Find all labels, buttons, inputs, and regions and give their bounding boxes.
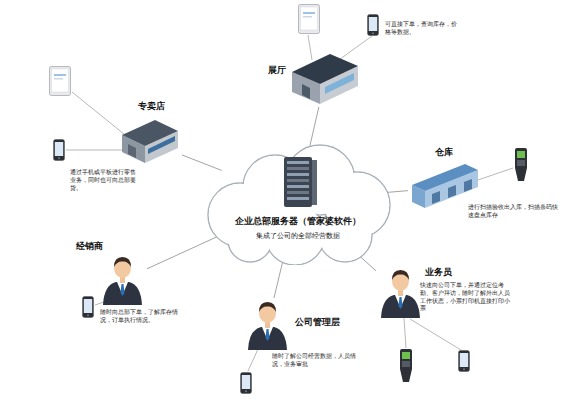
warehouse-building (464, 179, 472, 192)
store-building (128, 144, 136, 158)
server-note: 集成了公司的全部经营数据 (256, 231, 340, 241)
phone-icon (54, 140, 65, 161)
warehouse-building (412, 164, 478, 191)
server-cloud: 企业总部服务器（管家婆软件） 集成了公司的全部经营数据 (195, 135, 400, 265)
store-building (148, 136, 175, 154)
server-icon (287, 191, 309, 194)
site-name: 仓库 (435, 146, 453, 159)
leader-line (404, 318, 406, 348)
showroom-building (325, 73, 354, 94)
phone-icon (241, 373, 252, 394)
server-icon (287, 185, 309, 188)
site-node: 专卖店通过手机或平板进行零售业务，同时也可向总部要货。 (120, 120, 180, 165)
leader-line (72, 92, 124, 134)
manager-person (248, 302, 287, 350)
site-name: 专卖店 (138, 100, 165, 113)
warehouse-building (432, 191, 440, 204)
tablet-icon (299, 5, 320, 34)
phone-icon (459, 351, 470, 372)
server-icon (287, 197, 309, 200)
server-icon (287, 179, 309, 182)
store-building (122, 120, 178, 163)
site-node: 经销商随时向总部下单，了解库存情况，订单执行情况。 (100, 255, 145, 305)
showroom-building (292, 54, 358, 104)
phone-icon (368, 15, 379, 36)
phone-icon (83, 297, 94, 318)
site-description: 快速向公司下单，并通过定位考勤、客户拜访，随时了解外出人员工作状态，小票打印机直… (420, 281, 515, 312)
site-description: 进行扫描验收出入库，扫描条码快速盘点库存 (468, 203, 558, 219)
leader-line (66, 35, 513, 371)
leader-line (248, 349, 258, 371)
site-name: 公司管理层 (295, 316, 340, 329)
site-node: 业务员快速向公司下单，并通过定位考勤、客户拜访，随时了解外出人员工作状态，小票打… (378, 268, 423, 318)
connector-line (182, 155, 222, 170)
cloud-shape (195, 135, 400, 265)
server-icon (287, 173, 309, 176)
showroom-building (302, 84, 310, 99)
leader-line (336, 36, 372, 62)
warehouse-building (412, 164, 478, 208)
site-name: 业务员 (425, 266, 452, 279)
leader-line (66, 150, 124, 151)
site-node: 公司管理层随时了解公司经营数据，人员情况，业务审批 (245, 300, 290, 350)
site-description: 随时向总部下单，了解库存情况，订单执行情况。 (100, 308, 185, 324)
site-name: 经销商 (76, 240, 103, 253)
leader-line (410, 319, 461, 350)
scanner-icon (515, 148, 527, 181)
site-description: 可直接下单，查询库存，价格等数据。 (385, 20, 460, 36)
server-icon (312, 160, 317, 205)
leader-line (308, 35, 312, 60)
warehouse-building (448, 185, 456, 198)
server-icon (287, 167, 309, 170)
site-node: 仓库进行扫描验收出入库，扫描条码快速盘点库存 (410, 165, 480, 210)
tablet-icon (50, 67, 71, 96)
connector-line (310, 107, 319, 146)
connector-line (147, 233, 226, 269)
server-icon (287, 161, 309, 164)
cloud-text-box: 企业总部服务器（管家婆软件） 集成了公司的全部经营数据 (195, 135, 400, 241)
scanner-icon (400, 349, 412, 382)
connector-line (387, 191, 408, 193)
site-description: 通过手机或平板进行零售业务，同时也可向总部要货。 (70, 168, 140, 191)
server-icon (284, 157, 312, 207)
leader-line (478, 168, 513, 180)
server-icon (284, 157, 317, 207)
site-description: 随时了解公司经营数据，人员情况，业务审批 (272, 352, 357, 368)
dealer-person (103, 257, 142, 305)
salesman-person (381, 270, 420, 318)
site-node: 展厅可直接下单，查询库存，价格等数据。 (290, 55, 360, 105)
site-name: 展厅 (268, 64, 286, 77)
server-title: 企业总部服务器（管家婆软件） (235, 215, 361, 228)
